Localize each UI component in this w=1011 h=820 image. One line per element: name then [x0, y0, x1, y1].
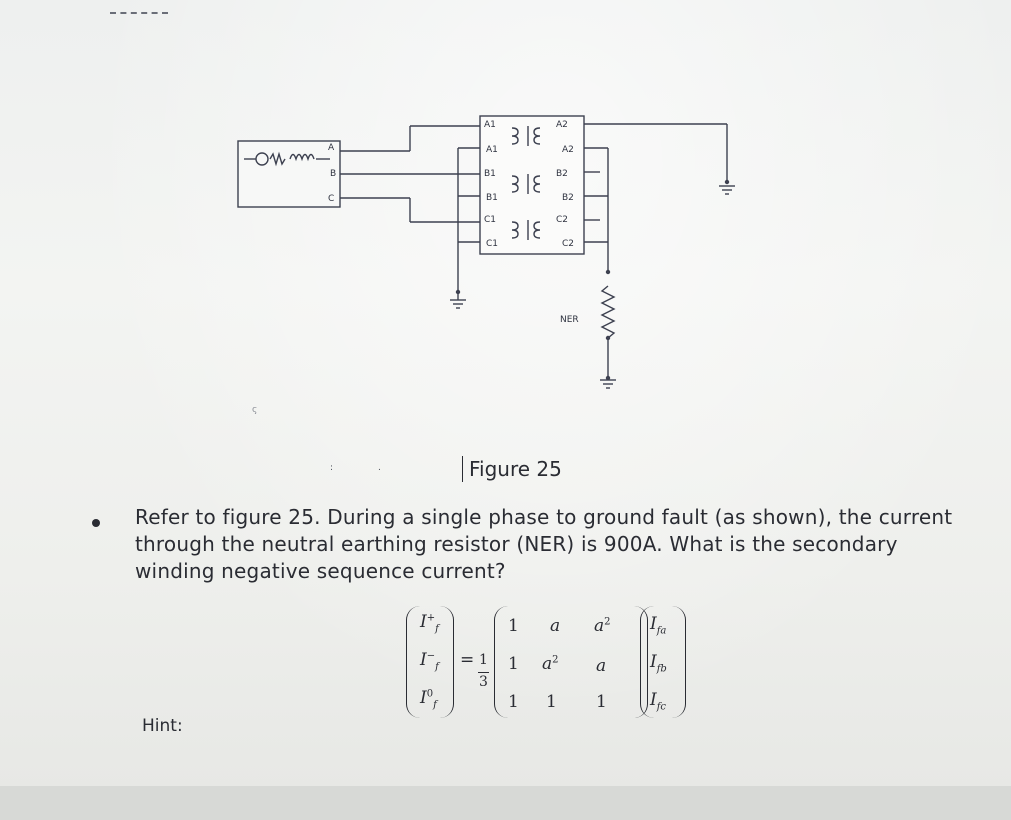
matrix-cell: a — [550, 616, 561, 636]
stray-mark: : — [330, 463, 333, 470]
stray-mark: ς — [252, 405, 257, 415]
terminal-label: B1 — [484, 169, 496, 179]
phase-label-b: B — [330, 169, 336, 179]
matrix-cell: 1 — [508, 616, 519, 636]
equals-sign: = — [460, 650, 475, 670]
matrix-cell: a — [596, 656, 607, 676]
terminal-label: C2 — [562, 239, 574, 249]
ac-source-icon — [255, 152, 269, 166]
sequence-equation: I+f I−f I0f = 1 3 1 a a2 1 a2 a 1 1 1 If… — [398, 600, 698, 728]
question-text: Refer to figure 25. During a single phas… — [135, 505, 953, 583]
source-resistor-icon — [269, 151, 286, 167]
ner-label: NER — [560, 315, 579, 325]
terminal-label: C2 — [556, 215, 568, 225]
rhs-entry: Ifc — [650, 690, 667, 713]
matrix-cell: a2 — [542, 654, 559, 674]
phase-label-c: C — [328, 194, 334, 204]
terminal-label: B1 — [486, 193, 498, 203]
matrix-cell: a2 — [594, 616, 611, 636]
stray-mark: . — [378, 463, 381, 470]
fraction-bar — [478, 672, 489, 673]
terminal-label: A2 — [556, 120, 568, 130]
rhs-entry: Ifa — [650, 614, 667, 637]
terminal-label: A1 — [484, 120, 496, 130]
rhs-entry: Ifb — [650, 652, 667, 675]
matrix-cell: 1 — [546, 692, 557, 712]
terminal-label: C1 — [486, 239, 498, 249]
source-block — [237, 140, 341, 208]
fraction-numerator: 1 — [479, 652, 488, 668]
rhs-vector-bracket — [640, 606, 686, 718]
matrix-cell: 1 — [508, 692, 519, 712]
hint-label: Hint: — [142, 716, 183, 736]
lhs-vector-bracket — [406, 606, 454, 718]
matrix-cell: 1 — [596, 692, 607, 712]
ner-resistor-icon — [600, 285, 616, 339]
dashed-rule — [110, 12, 168, 14]
terminal-label: B2 — [556, 169, 568, 179]
screen-bottom-edge — [0, 786, 1011, 820]
winding-c-icon — [511, 220, 541, 240]
circuit-diagram: A B C A1 A1 A2 A2 B1 B1 B2 B2 C1 C1 C2 C… — [237, 115, 735, 470]
winding-a-icon — [511, 126, 541, 146]
terminal-label: A1 — [486, 145, 498, 155]
bullet-dot — [92, 519, 100, 527]
lhs-entry: I−f — [420, 650, 439, 673]
terminal-label: C1 — [484, 215, 496, 225]
terminal-label: B2 — [562, 193, 574, 203]
source-inductor-icon — [289, 153, 315, 162]
transformer-block — [479, 115, 585, 255]
matrix-cell: 1 — [508, 654, 519, 674]
transform-matrix-bracket — [494, 606, 648, 718]
phase-label-a: A — [328, 143, 335, 153]
terminal-label: A2 — [562, 145, 574, 155]
figure-caption: Figure 25 — [462, 456, 562, 482]
lhs-entry: I+f — [420, 612, 439, 635]
lhs-entry: I0f — [420, 688, 437, 711]
winding-b-icon — [511, 174, 541, 194]
fraction-denominator: 3 — [479, 674, 488, 690]
